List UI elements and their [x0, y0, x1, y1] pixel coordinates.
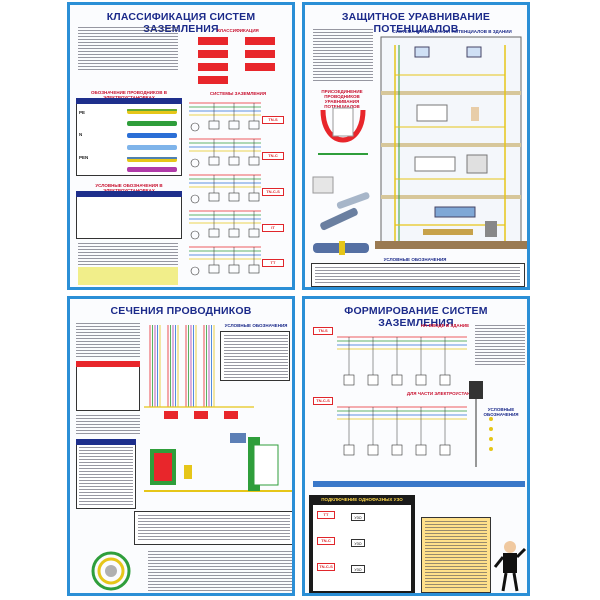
section-rcd: ПОДКЛЮЧЕНИЕ ОДНОФАЗНЫХ УЗО: [321, 497, 403, 502]
section-input: НА ВВОДЕ В ЗДАНИЕ: [420, 323, 470, 328]
section-symbols: УСЛОВНЫЕ ОБОЗНАЧЕНИЯ В ЭЛЕКТРОУСТАНОВКАХ: [95, 183, 163, 193]
rcd-inner: [313, 505, 411, 591]
classification-box: [198, 37, 228, 45]
system-label-it: IT: [262, 224, 284, 232]
poster-potential-equalization: ЗАЩИТНОЕ УРАВНИВАНИЕ ПОТЕНЦИАЛОВ СИСТЕМА…: [302, 2, 530, 290]
system-label-tn-c: TN-C: [262, 152, 284, 160]
poster-conductor-sections: СЕЧЕНИЯ ПРОВОДНИКОВ УСЛОВНЫЕ ОБОЗНАЧЕНИЯ: [67, 296, 295, 596]
section-bath: ПРИСОЕДИНЕНИЕ ПРОВОДНИКОВ УРАВНИВАНИЯ ПО…: [321, 89, 363, 109]
intro-text-block: [76, 323, 140, 357]
section-table-top: [76, 361, 140, 411]
conductor-label-n: N: [79, 132, 83, 137]
intro-text-block: [475, 325, 525, 365]
legend-text: [315, 267, 520, 284]
formula-text: [76, 415, 140, 435]
poster-forming-grounding-systems: ФОРМИРОВАНИЕ СИСТЕМ ЗАЗЕМЛЕНИЯ НА ВВОДЕ …: [302, 296, 530, 596]
poster-title: КЛАССИФИКАЦИЯ СИСТЕМ ЗАЗЕМЛЕНИЯ: [106, 11, 256, 35]
section-legend: УСЛОВНЫЕ ОБОЗНАЧЕНИЯ: [224, 323, 288, 328]
classification-box: [245, 37, 275, 45]
system-label-tt: TT: [262, 259, 284, 267]
system-label-tn-c-s: TN-C-S: [317, 563, 335, 571]
rcd-box: УЗО: [351, 513, 365, 521]
poster-title: СЕЧЕНИЯ ПРОВОДНИКОВ: [110, 305, 252, 317]
grounding-system-diagrams: [189, 102, 261, 276]
system-label-tn-c-s: TN-C-S: [313, 397, 333, 405]
table-header: [76, 439, 136, 445]
conductor-label-pe: PE: [79, 110, 86, 115]
table-header: [76, 98, 182, 104]
pipe-clamp-diagram: [312, 176, 370, 255]
poster-title: ЗАЩИТНОЕ УРАВНИВАНИЕ ПОТЕНЦИАЛОВ: [341, 11, 491, 35]
classification-box: [198, 50, 228, 58]
symbols-table: [76, 191, 182, 239]
section-classification: КЛАССИФИКАЦИЯ: [217, 28, 259, 33]
system-label-tn-s: TN-S: [262, 116, 284, 124]
rcd-box: УЗО: [351, 565, 365, 573]
cable-ring-diagram: [91, 551, 131, 591]
classification-box: [198, 63, 228, 71]
intro-text-block: [313, 29, 373, 83]
intro-text-block: [78, 27, 178, 71]
legend-text: [224, 335, 288, 379]
note-highlight: [78, 267, 178, 285]
section-designations: ОБОЗНАЧЕНИЕ ПРОВОДНИКОВ В ЭЛЕКТРОУСТАНОВ…: [90, 90, 168, 100]
section-legend: УСЛОВНЫЕ ОБОЗНАЧЕНИЯ: [483, 407, 519, 417]
section-legend: УСЛОВНЫЕ ОБОЗНАЧЕНИЯ: [383, 257, 447, 262]
classification-box: [245, 50, 275, 58]
equalization-building-detail: [144, 433, 292, 492]
table-header: [76, 361, 140, 367]
poster-grounding-classification: КЛАССИФИКАЦИЯ СИСТЕМ ЗАЗЕМЛЕНИЯ КЛАССИФИ…: [67, 2, 295, 290]
electrician-figure: [493, 541, 527, 592]
system-label-tn-c: TN-C: [317, 537, 335, 545]
sections-wiring-diagram: [144, 325, 254, 419]
footer-text: [148, 551, 292, 591]
section-systems: СИСТЕМЫ ЗАЗЕМЛЕНИЯ: [209, 91, 267, 96]
rcd-box: УЗО: [351, 539, 365, 547]
meter-diagram: [469, 381, 493, 467]
system-label-tn-c-s: TN-C-S: [262, 188, 284, 196]
requirements-text: [138, 515, 290, 541]
building-equalization-diagram: [375, 36, 527, 249]
table-header: [76, 191, 182, 197]
classification-box: [245, 63, 275, 71]
system-label-tn-s: TN-S: [313, 327, 333, 335]
table-rows: [79, 447, 133, 507]
forming-wiring-diagram: [337, 336, 467, 456]
ground-strip: [313, 481, 525, 487]
section-part: ДЛЯ ЧАСТИ ЭЛЕКТРОУСТАНОВКИ: [406, 391, 484, 396]
section-building: СИСТЕМА УРАВНИВАНИЯ ПОТЕНЦИАЛОВ В ЗДАНИИ: [392, 29, 512, 34]
system-label-tt: TT: [317, 511, 335, 519]
bath-connection-diagram: [318, 107, 368, 155]
poster-title: ФОРМИРОВАНИЕ СИСТЕМ ЗАЗЕМЛЕНИЯ: [344, 305, 488, 329]
conductor-label-pen: PEN: [79, 155, 89, 160]
notes-text-block: [78, 243, 178, 265]
conductor-cables: [127, 109, 177, 172]
classification-box: [198, 76, 228, 84]
legend-text: [425, 521, 487, 589]
